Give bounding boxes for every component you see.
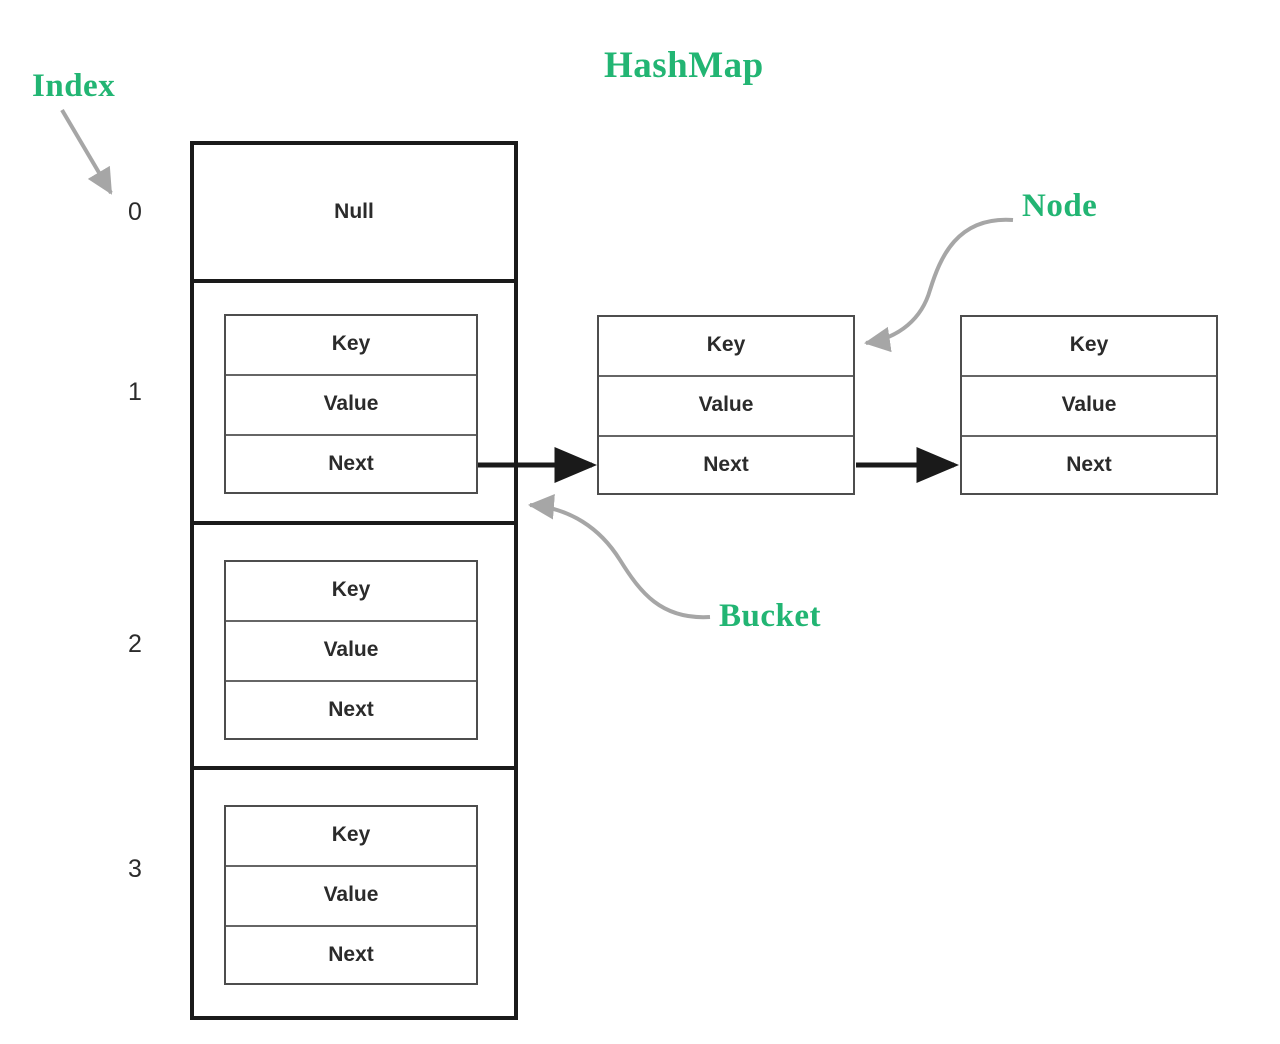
annotation-arrow-bucket	[528, 494, 711, 620]
annotation-label-bucket: Bucket	[719, 598, 821, 634]
node-key-field: Key	[226, 807, 476, 867]
page-title: HashMap	[604, 45, 764, 86]
chained-node-2: Key Value Next	[960, 315, 1218, 495]
annotation-label-index: Index	[32, 68, 116, 104]
node-bucket-1: Key Value Next	[224, 314, 478, 494]
node-value-field: Value	[226, 622, 476, 682]
node-next-field: Next	[1066, 453, 1112, 476]
bucket-row-2: Key Value Next	[194, 525, 514, 770]
bucket-row-1: Key Value Next	[194, 283, 514, 525]
bucket-array: Null Key Value Next Key Value Next Key V…	[190, 141, 518, 1020]
node-value-field: Value	[226, 867, 476, 927]
node-key-field: Key	[226, 562, 476, 622]
index-label-1: 1	[128, 378, 142, 406]
bucket-0-null-label: Null	[334, 200, 374, 223]
annotation-label-node: Node	[1022, 188, 1098, 224]
node-value-field: Value	[599, 377, 853, 437]
node-next-field: Next	[328, 452, 374, 475]
node-key-field: Key	[962, 317, 1216, 377]
bucket-row-3: Key Value Next	[194, 770, 514, 1016]
index-label-3: 3	[128, 855, 142, 883]
node-bucket-2: Key Value Next	[224, 560, 478, 740]
bucket-row-0: Null	[194, 145, 514, 283]
node-key-field: Key	[599, 317, 853, 377]
chained-node-1: Key Value Next	[597, 315, 855, 495]
node-next-field: Next	[328, 698, 374, 721]
annotation-arrow-index	[60, 108, 113, 195]
node-value-field: Value	[962, 377, 1216, 437]
index-label-0: 0	[128, 198, 142, 226]
index-label-2: 2	[128, 630, 142, 658]
node-next-field: Next	[703, 453, 749, 476]
node-key-field: Key	[226, 316, 476, 376]
node-bucket-3: Key Value Next	[224, 805, 478, 985]
node-value-field: Value	[226, 376, 476, 436]
node-next-field: Next	[328, 943, 374, 966]
